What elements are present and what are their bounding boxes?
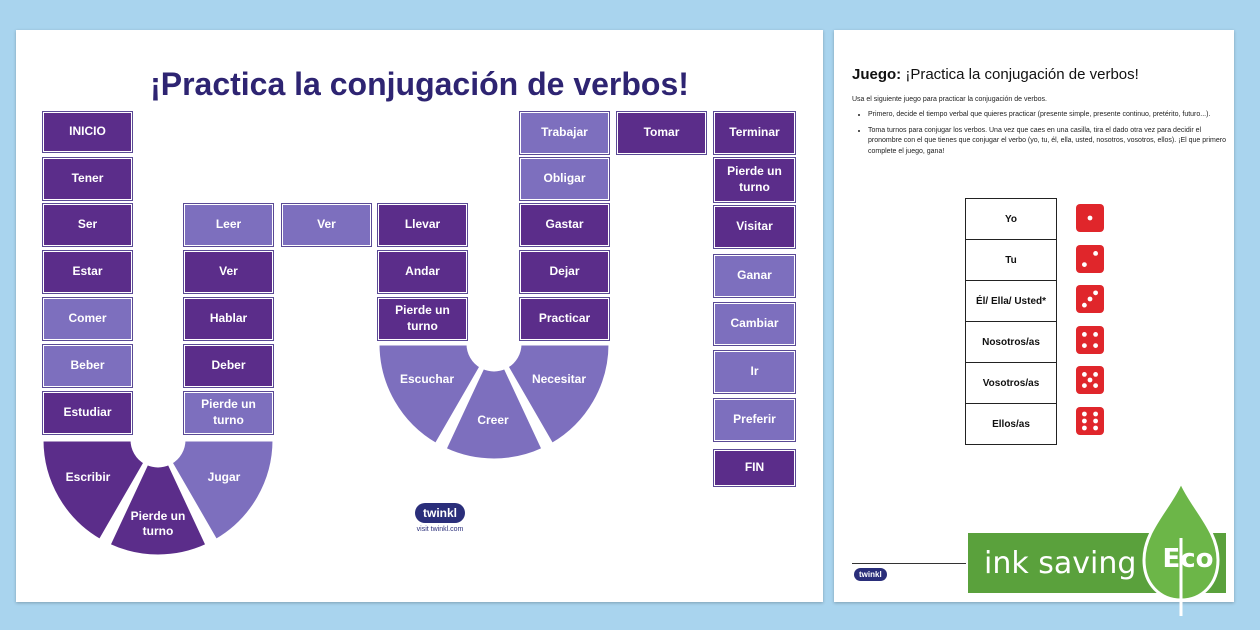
pronoun-table: Yo Tu Él/ Ella/ Usted* Nosotros/as Vosot… bbox=[965, 198, 1057, 445]
die-6-icon bbox=[1076, 406, 1104, 435]
die-5-icon bbox=[1076, 366, 1104, 394]
board-tile-ser: Ser bbox=[42, 203, 133, 247]
board-tile-ganar: Ganar bbox=[713, 254, 796, 298]
board-tile-trabajar: Trabajar bbox=[519, 111, 610, 155]
board-tile-ver1: Ver bbox=[183, 250, 274, 294]
board-tile-tomar: Tomar bbox=[616, 111, 707, 155]
arc-tile-label-creer: Creer bbox=[477, 413, 509, 427]
die-3-icon bbox=[1076, 285, 1104, 313]
arc-tile-label-jugar: Jugar bbox=[208, 470, 241, 484]
board-tile-estar: Estar bbox=[42, 250, 133, 294]
board-tile-dejar: Dejar bbox=[519, 250, 610, 294]
board-tile-pierde1: Pierde un turno bbox=[183, 391, 274, 435]
board-tile-preferir: Preferir bbox=[713, 398, 796, 442]
arc-tile-jugar bbox=[168, 438, 276, 543]
die-2-icon bbox=[1076, 244, 1104, 273]
game-board-page: ¡Practica la conjugación de verbos! Escr… bbox=[16, 30, 823, 602]
arc-tile-pierde_bottom bbox=[106, 461, 210, 558]
arc-tile-creer bbox=[442, 365, 546, 462]
arc-tile-escribir bbox=[40, 438, 148, 543]
twinkl-logo-text: twinkl bbox=[414, 503, 465, 523]
rules-title: Juego: ¡Practica la conjugación de verbo… bbox=[852, 66, 1139, 83]
board-tile-cambiar: Cambiar bbox=[713, 302, 796, 346]
die-4-icon bbox=[1076, 325, 1104, 354]
board-tile-gastar: Gastar bbox=[519, 203, 610, 247]
arc-tile-label-escribir: Escribir bbox=[66, 470, 111, 484]
rules-title-bold: Juego: bbox=[852, 66, 902, 83]
arc-tile-necesitar bbox=[504, 342, 612, 447]
twinkl-logo: twinkl visit twinkl.com bbox=[404, 502, 476, 533]
board-tile-inicio: INICIO bbox=[42, 111, 133, 153]
twinkl-url: visit twinkl.com bbox=[416, 526, 464, 533]
board-tile-llevar: Llevar bbox=[377, 203, 468, 247]
board-tile-comer: Comer bbox=[42, 297, 133, 341]
small-twinkl-logo: twinkl bbox=[854, 568, 887, 581]
arc-tile-label-escuchar: Escuchar bbox=[400, 372, 454, 386]
pronoun-cell: Vosotros/as bbox=[965, 362, 1057, 404]
rules-step: Toma turnos para conjugar los verbos. Un… bbox=[868, 126, 1228, 158]
board-tile-tener: Tener bbox=[42, 157, 133, 201]
arc-tile-escuchar bbox=[376, 342, 484, 447]
pronoun-cell: Nosotros/as bbox=[965, 321, 1057, 363]
pronoun-cell: Yo bbox=[965, 198, 1057, 240]
rules-title-rest: ¡Practica la conjugación de verbos! bbox=[901, 66, 1139, 83]
board-tile-ver2: Ver bbox=[281, 203, 372, 247]
board-tile-deber: Deber bbox=[183, 344, 274, 388]
rules-list: Primero, decide el tiempo verbal que qui… bbox=[852, 110, 1228, 162]
board-title: ¡Practica la conjugación de verbos! bbox=[150, 66, 689, 102]
board-tile-pierde3: Pierde un turno bbox=[713, 157, 796, 203]
pronoun-cell: Tu bbox=[965, 239, 1057, 281]
arc-tile-label-necesitar: Necesitar bbox=[532, 372, 586, 386]
board-tile-ir: Ir bbox=[713, 350, 796, 394]
board-tile-terminar: Terminar bbox=[713, 111, 796, 155]
board-tile-fin: FIN bbox=[713, 449, 796, 487]
pronoun-cell: Ellos/as bbox=[965, 403, 1057, 445]
board-tile-visitar: Visitar bbox=[713, 205, 796, 249]
board-tile-beber: Beber bbox=[42, 344, 133, 388]
die-1-icon bbox=[1076, 204, 1104, 232]
board-tile-leer: Leer bbox=[183, 203, 274, 247]
board-tile-hablar: Hablar bbox=[183, 297, 274, 341]
eco-badge: Eco bbox=[1162, 544, 1214, 574]
board-tile-estudiar: Estudiar bbox=[42, 391, 133, 435]
pronoun-cell: Él/ Ella/ Usted* bbox=[965, 280, 1057, 322]
board-tile-obligar: Obligar bbox=[519, 157, 610, 201]
rules-intro: Usa el siguiente juego para practicar la… bbox=[852, 96, 1047, 103]
board-tile-practicar: Practicar bbox=[519, 297, 610, 341]
board-tile-pierde2: Pierde un turno bbox=[377, 297, 468, 341]
rules-step: Primero, decide el tiempo verbal que qui… bbox=[868, 110, 1228, 121]
eco-leaf-icon bbox=[1142, 478, 1220, 616]
board-tile-andar: Andar bbox=[377, 250, 468, 294]
